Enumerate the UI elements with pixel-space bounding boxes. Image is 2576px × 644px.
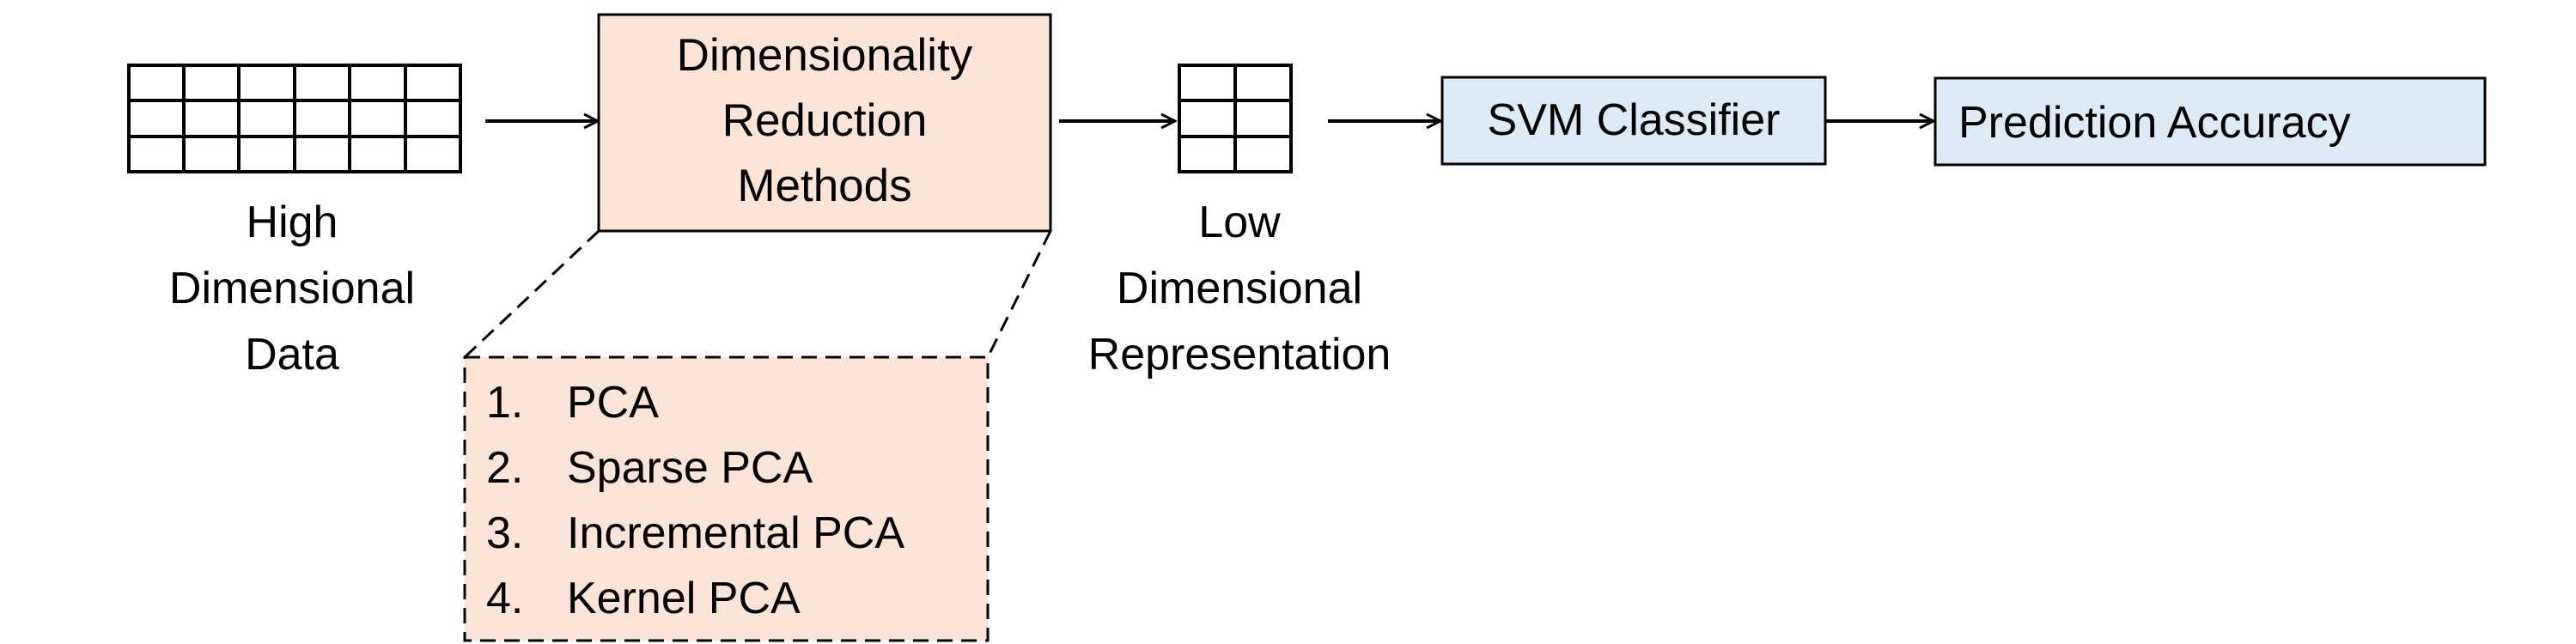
input-label-line-2: Dimensional xyxy=(169,264,415,313)
output-label-line-1: Low xyxy=(1198,197,1281,247)
high-dimensional-data-grid-icon xyxy=(127,64,462,173)
callout-connector-right xyxy=(986,230,1052,358)
method-label-4: Kernel PCA xyxy=(567,574,801,623)
reduction-title-line-2: Reduction xyxy=(722,95,928,146)
svm-classifier-box: SVM Classifier xyxy=(1440,76,1827,166)
reduction-title-line-1: Dimensionality xyxy=(677,30,973,81)
output-label-line-3: Representation xyxy=(1088,330,1392,380)
svm-classifier-label: SVM Classifier xyxy=(1488,95,1781,145)
low-dimensional-grid-icon xyxy=(1178,64,1293,173)
prediction-accuracy-label: Prediction Accuracy xyxy=(1958,98,2351,148)
method-label-3: Incremental PCA xyxy=(567,508,904,558)
method-label-2: Sparse PCA xyxy=(567,443,813,493)
input-label-line-1: High xyxy=(247,197,338,247)
callout-connector-left xyxy=(463,229,600,359)
output-label-line-2: Dimensional xyxy=(1117,264,1362,313)
input-label-line-3: Data xyxy=(245,330,339,380)
dimensionality-reduction-box: Dimensionality Reduction Methods xyxy=(597,13,1052,233)
method-label-1: PCA xyxy=(567,378,659,428)
reduction-title-line-3: Methods xyxy=(737,161,911,211)
methods-list-box: 1. PCA 2. Sparse PCA 3. Incremental PCA … xyxy=(463,355,990,642)
method-number-1: 1. xyxy=(486,378,523,428)
prediction-accuracy-box: Prediction Accuracy xyxy=(1934,76,2487,167)
method-number-4: 4. xyxy=(486,574,523,623)
method-number-2: 2. xyxy=(486,443,523,493)
method-number-3: 3. xyxy=(486,508,523,558)
